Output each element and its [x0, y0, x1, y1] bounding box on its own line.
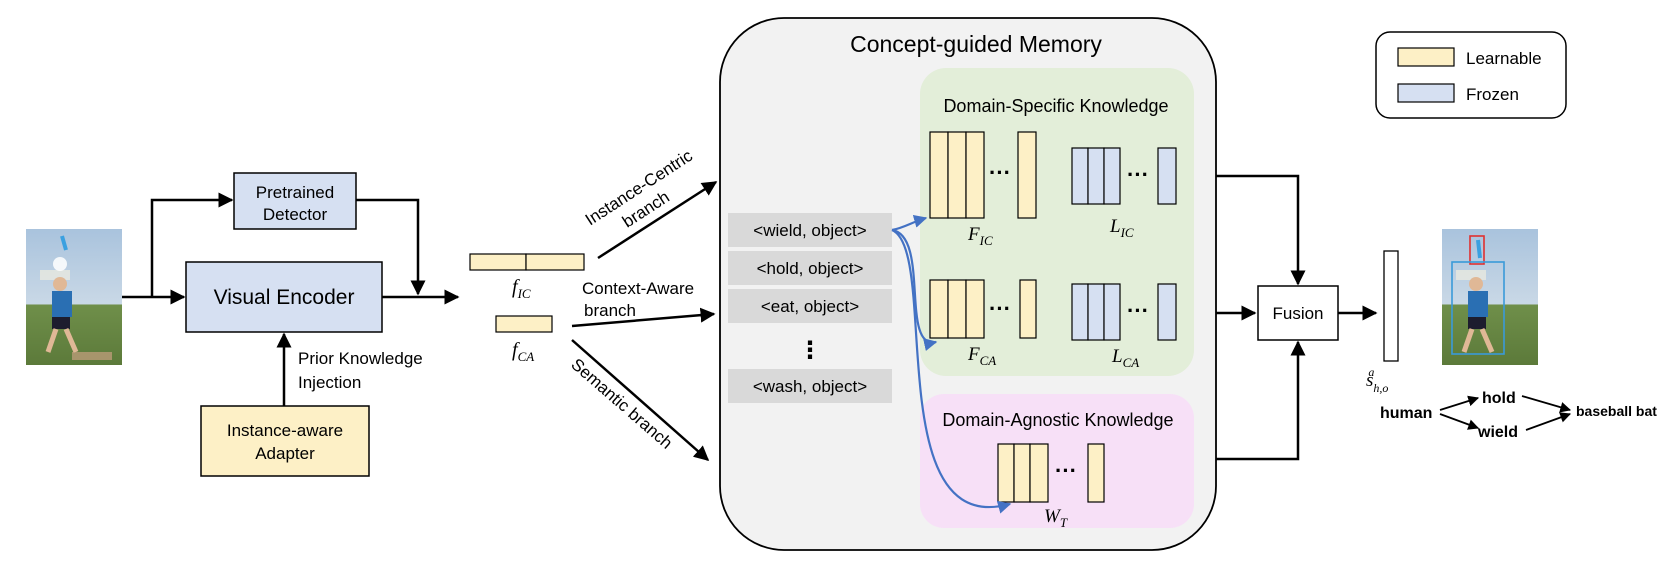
memory-top-to-fusion-arrow: [1216, 174, 1306, 286]
domain-specific-title: Domain-Specific Knowledge: [943, 96, 1168, 116]
f-ic-label: fIC: [512, 276, 531, 301]
wield-to-w-t-arrow: [891, 228, 1012, 514]
detector-to-output-arrow: [356, 198, 426, 296]
human-to-hold-arrow: [1439, 395, 1480, 411]
f-ca-vector: [495, 315, 553, 333]
semantic-arrow: [571, 339, 710, 461]
context-aware-arrow: [571, 307, 716, 328]
branches: Instance-Centric branch Context-Aware br…: [567, 146, 718, 461]
wield-to-object-arrow: [1525, 412, 1572, 431]
prior-knowledge-label-line2: Injection: [298, 373, 361, 392]
instance-centric-arrow: [597, 180, 718, 260]
f-ca-matrix: ···: [929, 279, 1037, 339]
left-pipeline: Pretrained Detector Visual Encoder Insta…: [122, 172, 460, 477]
context-aware-label-line1: Context-Aware: [582, 279, 694, 298]
legend-frozen-label: Frozen: [1466, 85, 1519, 104]
graph-node-object: baseball bat: [1576, 403, 1657, 419]
human-to-wield-arrow: [1439, 413, 1480, 430]
f-ic-ellipsis: ···: [989, 160, 1011, 185]
input-to-detector-arrow: [150, 192, 234, 297]
output-photo: [1442, 229, 1538, 365]
instance-adapter-box: [200, 405, 370, 477]
concept-label-hold: <hold, object>: [757, 259, 864, 278]
domain-agnostic-panel: [920, 394, 1194, 528]
prior-knowledge-label-line1: Prior Knowledge: [298, 349, 423, 368]
concept-box-wash: [728, 369, 892, 403]
wield-to-f-ca-arrow: [891, 228, 938, 351]
feature-vectors: fIC fCA: [469, 253, 585, 364]
visual-encoder-box: [185, 261, 383, 333]
concept-box-wield: [728, 213, 892, 247]
memory-title: Concept-guided Memory: [850, 31, 1102, 57]
graph-node-wield: wield: [1477, 424, 1518, 441]
concept-box-hold: [728, 251, 892, 285]
concept-box-eat: [728, 289, 892, 323]
object-bounding-box: [1469, 235, 1485, 265]
concept-label-wield: <wield, object>: [753, 221, 866, 240]
input-photo: [26, 229, 122, 365]
concept-guided-memory: Concept-guided Memory <wield, object> <h…: [719, 17, 1217, 551]
score-vector: [1383, 250, 1399, 362]
concept-ellipsis: ⋮: [798, 337, 822, 364]
context-aware-label-line2: branch: [584, 301, 636, 320]
legend-learnable-label: Learnable: [1466, 49, 1542, 68]
fusion-stage: Fusion sh,oa: [1216, 174, 1399, 461]
domain-specific-panel: [920, 68, 1194, 376]
hold-to-object-arrow: [1521, 395, 1572, 413]
l-ic-matrix: ···: [1071, 147, 1177, 205]
graph-node-hold: hold: [1482, 390, 1516, 407]
concept-label-eat: <eat, object>: [761, 297, 859, 316]
w-t-ellipsis: ···: [1055, 458, 1077, 483]
l-ca-matrix: ···: [1071, 283, 1177, 341]
instance-adapter-label-line1: Instance-aware: [227, 421, 343, 440]
graph-node-human: human: [1380, 405, 1432, 422]
domain-agnostic-title: Domain-Agnostic Knowledge: [942, 410, 1173, 430]
semantic-label: Semantic branch: [567, 355, 676, 453]
pretrained-detector-label-line2: Detector: [263, 205, 328, 224]
score-label: sh,oa: [1366, 365, 1388, 395]
pretrained-detector-box: [233, 172, 357, 230]
legend: Learnable Frozen: [1375, 31, 1567, 119]
instance-adapter-label-line2: Adapter: [255, 444, 315, 463]
f-ic-segment-2: [525, 253, 585, 271]
output-triplet-graph: human hold wield baseball bat: [1380, 390, 1657, 441]
f-ic-matrix: ···: [929, 131, 1037, 219]
l-ic-ellipsis: ···: [1127, 162, 1149, 187]
f-ca-ellipsis: ···: [989, 296, 1011, 321]
legend-frozen-swatch: [1397, 83, 1455, 103]
memory-bottom-to-fusion-arrow: [1216, 340, 1306, 461]
fusion-box: [1257, 285, 1339, 341]
legend-box: [1375, 31, 1567, 119]
fusion-label: Fusion: [1272, 304, 1323, 323]
human-bounding-box: [1451, 261, 1505, 355]
l-ca-ellipsis: ···: [1127, 298, 1149, 323]
concept-label-wash: <wash, object>: [753, 377, 867, 396]
visual-encoder-label: Visual Encoder: [214, 286, 355, 309]
legend-learnable-swatch: [1397, 47, 1455, 67]
pretrained-detector-label-line1: Pretrained: [256, 183, 334, 202]
f-ca-label: fCA: [512, 339, 534, 364]
wield-to-f-ic-arrow: [891, 214, 928, 232]
f-ic-segment-1: [469, 253, 527, 271]
